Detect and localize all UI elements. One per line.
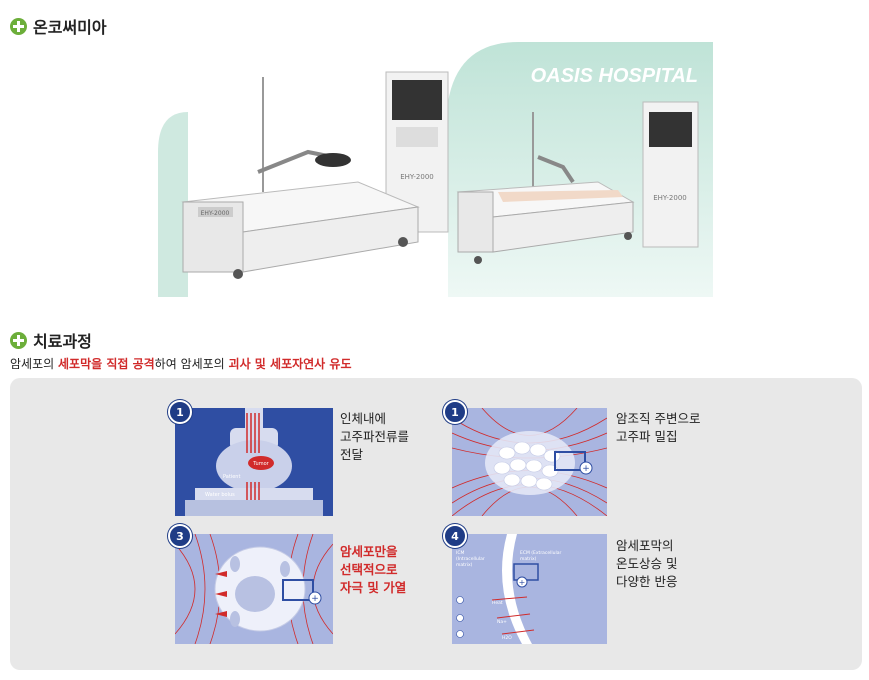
- step4-text: 암세포막의 온도상승 및 다양한 반응: [616, 538, 678, 589]
- na-label: Na+: [497, 619, 507, 625]
- svg-text:+: +: [519, 578, 526, 587]
- intro-highlight-1: 세포막을 직접 공격: [57, 357, 155, 371]
- heat-label: Heat: [492, 600, 503, 606]
- svg-text:+: +: [311, 594, 319, 604]
- section-title-oncothermia: 온코써미아: [10, 14, 107, 38]
- step2-badge: 1: [443, 400, 467, 424]
- step3-diagram: +: [175, 534, 333, 644]
- step1-diagram: Tumor Patient Water bolus: [175, 408, 333, 516]
- tumor-label: Tumor: [252, 461, 269, 467]
- svg-text:+: +: [582, 464, 590, 474]
- section-title-text: 치료과정: [33, 332, 92, 351]
- step3-text: 암세포만을 선택적으로 자극 및 가열: [340, 544, 407, 595]
- device-label-left-tower: EHY-2000: [400, 173, 433, 181]
- step4-badge: 4: [443, 524, 467, 548]
- h2o-label: H2O: [502, 635, 512, 641]
- product-photo: OASIS HOSPITAL EHY-2000 EHY-2000 EHY-200…: [158, 42, 713, 297]
- section-title-treatment-process: 치료과정: [10, 328, 92, 352]
- water-bolus-label: Water bolus: [205, 492, 235, 498]
- intro-highlight-2: 괴사 및 세포자연사 유도: [228, 357, 352, 371]
- section-title-text: 온코써미아: [33, 18, 107, 37]
- plus-circle-icon: [10, 331, 27, 349]
- intro-text: 암세포의 세포막을 직접 공격하여 암세포의 괴사 및 세포자연사 유도: [10, 355, 351, 372]
- process-panel: [10, 378, 862, 670]
- patient-label: Patient: [223, 474, 240, 480]
- brand-watermark: OASIS HOSPITAL: [531, 65, 698, 87]
- step3-badge: 3: [168, 524, 192, 548]
- step2-text: 암조직 주변으로 고주파 밀집: [616, 411, 701, 444]
- device-label-right-tower: EHY-2000: [653, 194, 686, 202]
- intro-part-2: 하여 암세포의: [154, 357, 229, 371]
- plus-circle-icon: [10, 17, 27, 35]
- step1-text: 인체내에 고주파전류를 전달: [340, 411, 410, 462]
- step1-badge: 1: [168, 400, 192, 424]
- device-label-left-bed: EHY-2000: [201, 210, 230, 217]
- intro-part-1: 암세포의: [10, 357, 58, 371]
- step2-diagram: +: [452, 408, 607, 516]
